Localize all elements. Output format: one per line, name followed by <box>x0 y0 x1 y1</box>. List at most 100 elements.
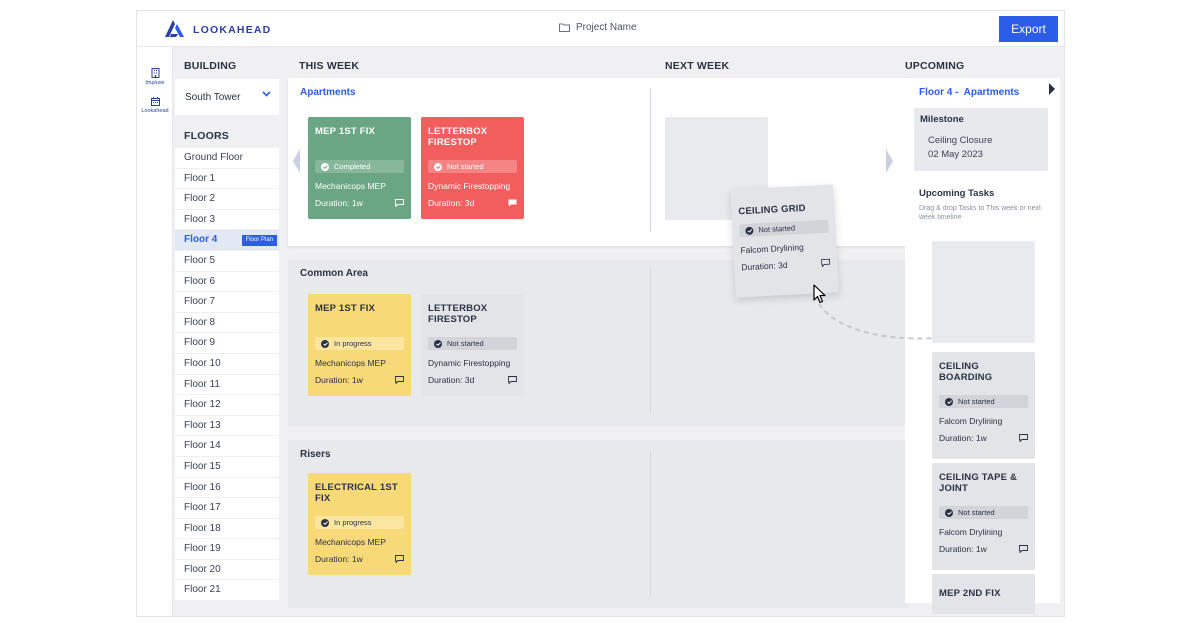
task-title: MEP 1ST FIX <box>315 303 376 314</box>
floor-item[interactable]: Floor 8 <box>175 312 279 334</box>
building-select[interactable]: South Tower <box>175 79 279 115</box>
floor-item[interactable]: Floor 6 <box>175 271 279 293</box>
floor-plan-badge[interactable]: Floor Plan <box>241 235 277 247</box>
rail-item-label: Impluse <box>145 80 165 86</box>
task-duration: Duration: 1w <box>315 554 363 564</box>
project-name[interactable]: Project Name <box>559 22 637 33</box>
floor-label: Floor 4 <box>184 234 218 246</box>
check-icon <box>434 162 442 171</box>
check-icon <box>945 508 953 517</box>
floor-item[interactable]: Floor 12 <box>175 395 279 416</box>
status-badge: In progress <box>315 337 404 350</box>
floor-item[interactable]: Ground Floor <box>175 148 279 169</box>
task-duration: Duration: 1w <box>315 375 363 385</box>
task-card[interactable]: MEP 2ND FIX <box>932 574 1035 614</box>
status-label: Not started <box>958 508 995 517</box>
floor-item[interactable]: Floor 11 <box>175 374 279 396</box>
floor-list: Ground Floor Floor 1 Floor 2 Floor 3 Flo… <box>175 148 279 602</box>
floor-item-active[interactable]: Floor 4 Floor Plan <box>175 230 279 251</box>
floor-item[interactable]: Floor 21 <box>175 580 279 602</box>
floor-item[interactable]: Floor 9 <box>175 333 279 354</box>
status-badge: In progress <box>315 516 404 529</box>
task-company: Falcom Drylining <box>939 416 1003 426</box>
floor-item[interactable]: Floor 5 <box>175 250 279 272</box>
check-icon <box>434 339 442 348</box>
calendar-icon <box>150 97 160 106</box>
building-icon <box>151 68 159 78</box>
task-duration-row: Duration: 3d <box>428 198 517 208</box>
milestone-card: Milestone Ceiling Closure 02 May 2023 <box>914 108 1048 171</box>
task-card[interactable]: ELECTRICAL 1ST FIX In progress Mechanico… <box>308 473 411 575</box>
dragged-task-card[interactable]: CEILING GRID Not started Falcom Drylinin… <box>730 184 839 298</box>
building-header: BUILDING <box>184 60 237 72</box>
logo: LOOKAHEAD <box>165 20 271 39</box>
task-card[interactable]: MEP 1ST FIX Completed Mechanicops MEP Du… <box>308 117 411 219</box>
task-card[interactable]: LETTERBOX FIRESTOP Not started Dynamic F… <box>421 117 524 219</box>
comment-icon[interactable] <box>395 376 404 384</box>
scroll-left-arrow-icon[interactable] <box>293 149 300 173</box>
lookahead-logo-icon <box>165 20 184 37</box>
building-select-value: South Tower <box>185 91 241 103</box>
status-label: Not started <box>447 162 484 171</box>
chevron-down-icon <box>262 91 271 97</box>
floor-item[interactable]: Floor 18 <box>175 518 279 540</box>
floor-item[interactable]: Floor 10 <box>175 353 279 375</box>
rail-item-impluse[interactable]: Impluse <box>137 68 173 86</box>
task-duration-row: Duration: 1w <box>315 198 404 208</box>
drop-placeholder[interactable] <box>932 241 1035 343</box>
task-company: Falcom Drylining <box>939 527 1003 537</box>
project-name-label: Project Name <box>576 22 637 33</box>
task-card[interactable]: CEILING BOARDING Not started Falcom Dryl… <box>932 352 1035 459</box>
rail-item-label: Lookahead <box>141 108 169 114</box>
floor-item[interactable]: Floor 13 <box>175 415 279 437</box>
upcoming-header: UPCOMING <box>905 60 965 72</box>
task-card[interactable]: CEILING TAPE & JOINT Not started Falcom … <box>932 463 1035 570</box>
drag-path <box>818 303 936 340</box>
task-duration-row: Duration: 1w <box>315 554 404 564</box>
task-title: CEILING GRID <box>738 202 806 218</box>
task-company: Falcom Drylining <box>740 242 804 256</box>
milestone-label: Milestone <box>920 114 964 125</box>
floor-item[interactable]: Floor 1 <box>175 168 279 190</box>
comment-icon[interactable] <box>1019 434 1028 442</box>
status-badge: Not started <box>428 337 517 350</box>
task-title: CEILING BOARDING <box>939 361 993 383</box>
rail-item-lookahead[interactable]: Lookahead <box>137 97 173 114</box>
floor-item[interactable]: Floor 16 <box>175 477 279 499</box>
mouse-cursor-icon <box>813 284 826 304</box>
check-icon <box>945 397 953 406</box>
task-card[interactable]: LETTERBOX FIRESTOP Not started Dynamic F… <box>421 294 524 396</box>
status-badge: Not started <box>939 395 1028 408</box>
task-title: MEP 1ST FIX <box>315 126 376 137</box>
comment-icon[interactable] <box>508 199 517 207</box>
floor-item[interactable]: Floor 7 <box>175 292 279 313</box>
section-title-risers: Risers <box>300 449 331 460</box>
task-title: LETTERBOX FIRESTOP <box>428 126 488 148</box>
week-divider <box>650 451 651 596</box>
section-title-common-area: Common Area <box>300 268 368 279</box>
floor-item[interactable]: Floor 15 <box>175 456 279 478</box>
comment-icon[interactable] <box>821 258 831 268</box>
milestone-date: 02 May 2023 <box>928 149 983 160</box>
comment-icon[interactable] <box>508 376 517 384</box>
scroll-right-arrow-icon[interactable] <box>886 149 893 173</box>
floor-item[interactable]: Floor 2 <box>175 189 279 210</box>
status-label: Not started <box>447 339 484 348</box>
floor-item[interactable]: Floor 19 <box>175 539 279 560</box>
floor-item[interactable]: Floor 17 <box>175 498 279 519</box>
task-card[interactable]: MEP 1ST FIX In progress Mechanicops MEP … <box>308 294 411 396</box>
task-duration: Duration: 1w <box>315 198 363 208</box>
task-company: Mechanicops MEP <box>315 358 386 368</box>
comment-icon[interactable] <box>395 555 404 563</box>
status-badge: Completed <box>315 160 404 173</box>
comment-icon[interactable] <box>1019 545 1028 553</box>
floor-item[interactable]: Floor 14 <box>175 436 279 457</box>
export-button[interactable]: Export <box>999 16 1058 42</box>
caret-right-icon[interactable] <box>1049 83 1055 95</box>
floor-item[interactable]: Floor 20 <box>175 559 279 581</box>
comment-icon[interactable] <box>395 199 404 207</box>
floor-item[interactable]: Floor 3 <box>175 209 279 231</box>
logo-text: LOOKAHEAD <box>193 23 272 36</box>
task-title: LETTERBOX FIRESTOP <box>428 303 488 325</box>
upcoming-tasks-hint: Drag & drop Tasks to This week or next w… <box>919 205 1041 221</box>
